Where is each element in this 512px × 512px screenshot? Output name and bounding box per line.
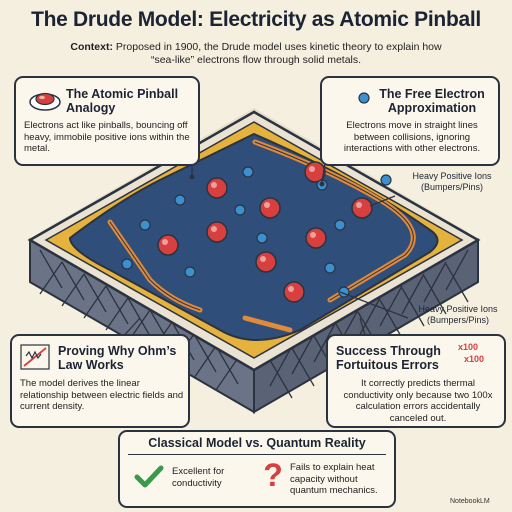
card-free-electron: The Free Electron Approximation Electron… (320, 76, 500, 166)
card-free-electron-title: The Free Electron Approximation (379, 87, 485, 115)
ion-bumper (157, 234, 179, 256)
card-pinball-analogy: The Atomic Pinball Analogy Electrons act… (14, 76, 200, 166)
card-pinball-analogy-body: Electrons act like pinballs, bouncing of… (24, 120, 190, 154)
card-fortuitous-errors-title: Success Through Fortuitous Errors (336, 344, 441, 372)
ion-bumper (283, 281, 305, 303)
electron (234, 204, 246, 216)
ion-bumper (206, 221, 228, 243)
electron (380, 174, 392, 186)
electron (256, 232, 268, 244)
ion-bumper (305, 227, 327, 249)
error-mark-2: x100 (464, 354, 485, 364)
watermark: NotebookLM (450, 498, 490, 505)
electron (184, 266, 196, 278)
pinball-bumper-icon (29, 92, 61, 111)
card-fortuitous-errors: Success Through Fortuitous Errors x100 x… (326, 334, 506, 428)
card-pinball-analogy-title: The Atomic Pinball Analogy (66, 87, 179, 115)
electron (121, 258, 133, 270)
electron (139, 219, 151, 231)
connector-ions-top (369, 195, 396, 207)
context-text: Context: Proposed in 1900, the Drude mod… (60, 41, 452, 67)
card-free-electron-body: Electrons move in straight lines between… (343, 120, 481, 154)
electron (242, 166, 254, 178)
svg-text:?: ? (263, 458, 283, 492)
electron (334, 219, 346, 231)
comparison-bad-text: Fails to explain heat capacity without q… (290, 462, 378, 496)
context-body: Proposed in 1900, the Drude model uses k… (115, 41, 442, 66)
card-ohms-law: Proving Why Ohm’s Law Works The model de… (10, 334, 190, 428)
context-label: Context: (70, 41, 113, 53)
check-icon (134, 465, 164, 488)
ion-bumper (351, 197, 373, 219)
electron (324, 262, 336, 274)
label-ions-top: Heavy Positive Ions (Bumpers/Pins) (412, 171, 492, 192)
label-ions-bottom: Heavy Positive Ions (Bumpers/Pins) (418, 304, 498, 325)
electron (174, 194, 186, 206)
comparison-panel: Classical Model vs. Quantum Reality Exce… (118, 430, 396, 508)
ion-bumper (255, 251, 277, 273)
card-ohms-law-title: Proving Why Ohm’s Law Works (58, 344, 177, 372)
comparison-title: Classical Model vs. Quantum Reality (148, 436, 366, 450)
comparison-divider (128, 454, 386, 455)
connector-ions-bottom (339, 291, 409, 319)
flipper (242, 315, 293, 333)
comparison-good-text: Excellent for conductivity (172, 466, 225, 489)
question-mark-icon: ? (263, 458, 283, 492)
resistor-graph-icon (20, 344, 50, 370)
error-mark-1: x100 (458, 342, 479, 352)
ion-bumper (259, 197, 281, 219)
electron-icon (358, 92, 370, 104)
ion-bumper (206, 177, 228, 199)
card-fortuitous-errors-body: It correctly predicts thermal conductivi… (343, 378, 493, 424)
page-title: The Drude Model: Electricity as Atomic P… (31, 8, 481, 31)
card-ohms-law-body: The model derives the linear relationshi… (20, 378, 184, 412)
